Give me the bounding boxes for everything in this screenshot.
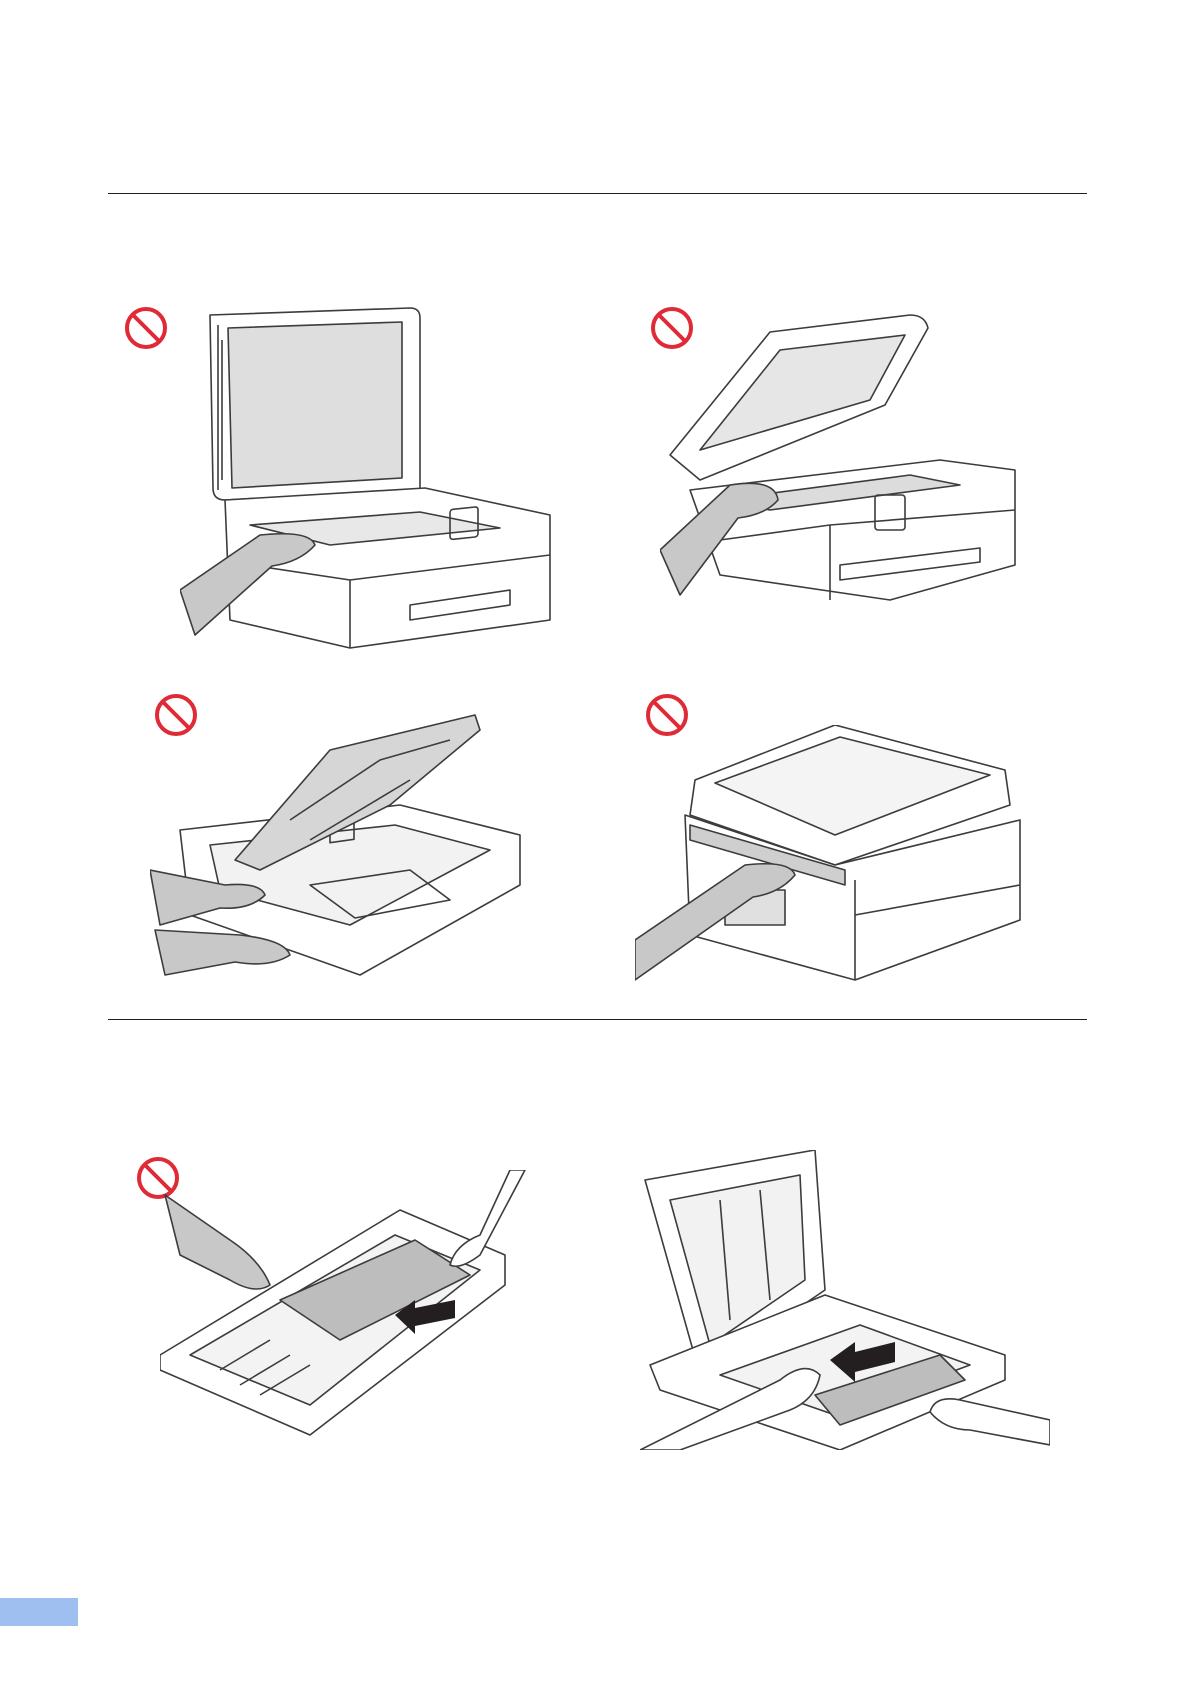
page-number-tab: [0, 1598, 78, 1626]
figure-pushing-paper-guide-correct: [640, 1150, 1050, 1450]
figure-hand-on-tray-cover: [150, 710, 530, 990]
section-divider-top: [108, 193, 1087, 194]
figure-pushing-paper-guide-wrong: [160, 1170, 540, 1440]
figure-hand-inside-open-scanner: [660, 310, 1025, 610]
prohibition-icon: [124, 306, 168, 350]
figure-hand-on-scanner-glass: [180, 300, 555, 650]
figure-hand-on-rear-cover: [635, 725, 1025, 985]
section-divider-middle: [108, 1019, 1087, 1020]
